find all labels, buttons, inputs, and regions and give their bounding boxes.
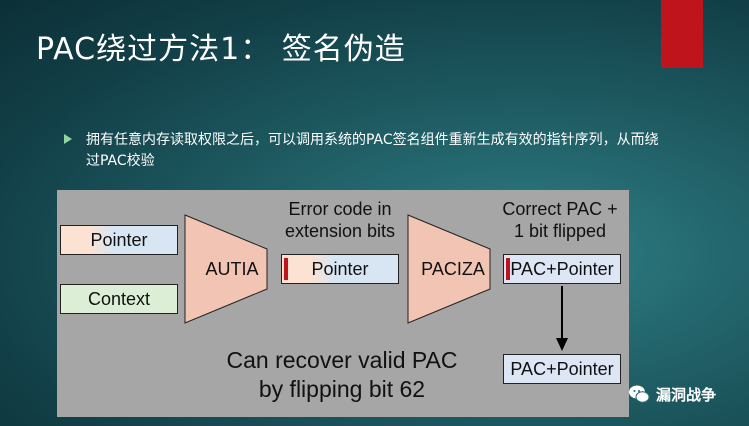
error-code-label: Error code in extension bits [284, 199, 396, 241]
input-pointer-box: Pointer [60, 225, 178, 255]
recover-caption-line2: by flipping bit 62 [258, 376, 426, 402]
input-context-label: Context [87, 288, 151, 309]
pac-pointer-label-2: PAC+Pointer [510, 358, 614, 379]
accent-tab [661, 0, 703, 68]
watermark: 漏洞战争 [628, 383, 716, 405]
down-arrow-icon [556, 286, 568, 351]
paciza-funnel [407, 214, 491, 324]
autia-funnel [184, 214, 268, 324]
slide-title: PAC绕过方法1： 签名伪造 [36, 32, 406, 67]
flipped-bit-marker [506, 258, 510, 280]
pac-pointer-box-1: PAC+Pointer [503, 254, 621, 284]
error-bit-marker [284, 258, 288, 280]
recover-caption-line1: Can recover valid PAC [226, 347, 458, 373]
autia-label: AUTIA [205, 259, 259, 279]
pac-pointer-label-1: PAC+Pointer [510, 258, 614, 279]
pac-pointer-box-2: PAC+Pointer [503, 354, 621, 384]
paciza-label: PACIZA [421, 259, 485, 279]
input-pointer-label: Pointer [90, 229, 148, 250]
correct-pac-label: Correct PAC + 1 bit flipped [502, 199, 618, 241]
mid-pointer-box: Pointer [281, 254, 399, 284]
bullet-arrow-icon [64, 134, 72, 144]
bullet-text: 拥有任意内存读取权限之后，可以调用系统的PAC签名组件重新生成有效的指针序列，从… [86, 132, 659, 169]
wechat-icon [629, 385, 650, 403]
input-context-box: Context [60, 284, 178, 314]
diagram-panel: Pointer Context AUTIA Error code in exte… [57, 190, 629, 417]
mid-pointer-label: Pointer [311, 258, 369, 279]
watermark-text: 漏洞战争 [656, 385, 717, 404]
